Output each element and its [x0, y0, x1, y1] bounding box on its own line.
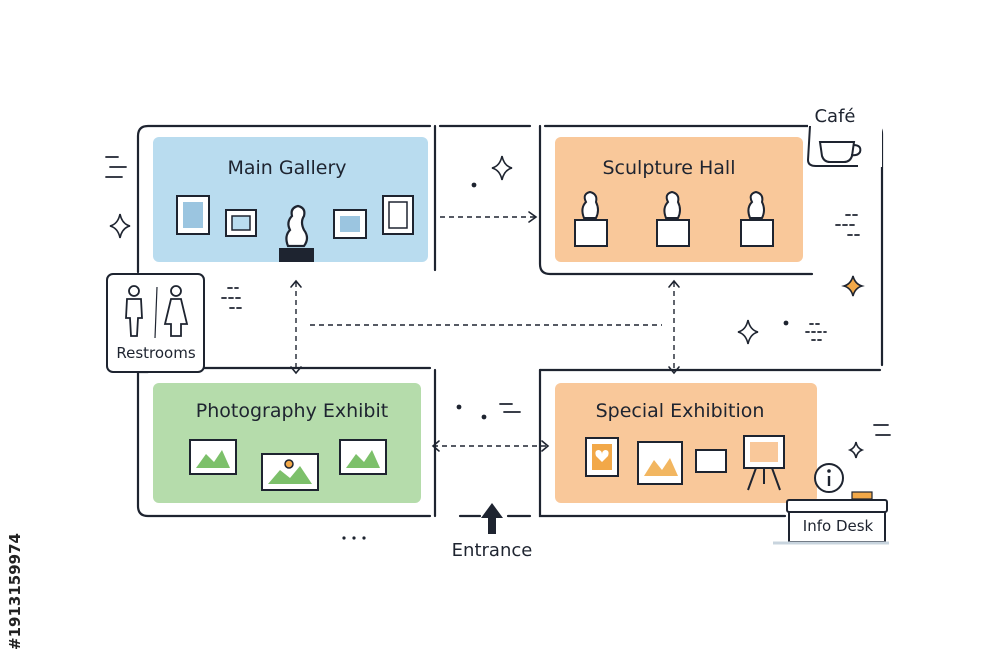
walkway-paths	[295, 216, 675, 447]
sculpture-busts	[574, 190, 774, 247]
landscape-photo-icon	[339, 439, 387, 475]
special-items	[585, 435, 785, 491]
dots	[342, 182, 789, 540]
info-desk-label: Info Desk	[802, 517, 874, 535]
photography-exhibit-title: Photography Exhibit	[195, 400, 389, 422]
bust-icon	[740, 190, 774, 247]
sparkle-icon	[841, 275, 865, 297]
sparkle-icon	[847, 441, 865, 459]
restrooms-label: Restrooms	[116, 344, 196, 362]
main-gallery-frames	[176, 195, 414, 239]
cafe-label: Café	[814, 106, 856, 127]
arrow-heads	[290, 211, 680, 452]
bust-icon	[656, 190, 690, 247]
landscape-photo-icon	[261, 453, 319, 491]
cafe-area	[806, 107, 882, 167]
heart-frame-icon	[585, 437, 619, 477]
decorations	[109, 155, 865, 459]
speed-lines	[105, 156, 891, 436]
stock-id-text: #1913159974	[6, 533, 24, 650]
main-gallery-title: Main Gallery	[227, 157, 347, 179]
restroom-icon	[125, 285, 189, 339]
sparkle-icon	[737, 319, 759, 345]
picture-frame-icon	[637, 441, 683, 485]
easel-icon	[743, 435, 785, 491]
photo-frames	[189, 439, 387, 491]
blank-frame-icon	[695, 449, 727, 473]
sparkle-icon	[109, 213, 131, 239]
sculpture-hall-title: Sculpture Hall	[602, 157, 736, 179]
bust-icon	[574, 190, 608, 247]
sculpture-icon	[279, 204, 314, 262]
coffee-cup-icon	[818, 141, 856, 163]
restrooms-area	[106, 273, 205, 373]
landscape-photo-icon	[189, 439, 237, 475]
stock-id-watermark: #1913159974	[6, 420, 32, 660]
sparkle-icon	[491, 155, 513, 181]
entrance-label: Entrance	[451, 540, 533, 561]
special-exhibition-title: Special Exhibition	[595, 400, 765, 422]
special-exhibition-room	[555, 383, 817, 503]
up-arrow-icon	[481, 503, 503, 534]
info-desk-area	[773, 463, 889, 545]
